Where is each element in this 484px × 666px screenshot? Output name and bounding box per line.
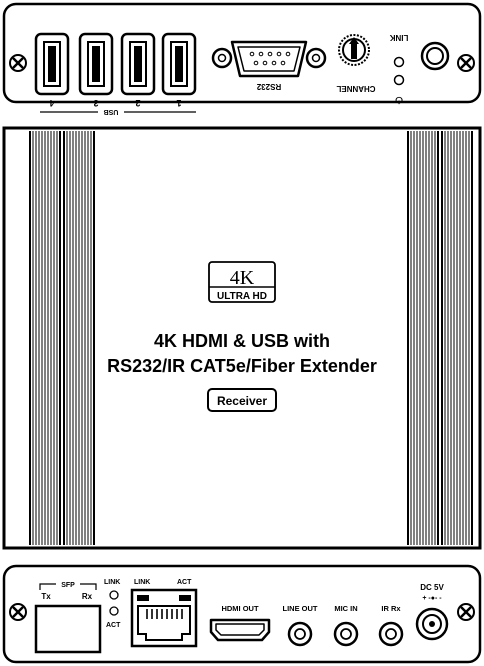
product-title-line1: 4K HDMI & USB with: [154, 331, 330, 351]
logo-ultra-hd-text: ULTRA HD: [217, 291, 267, 302]
product-title-line2: RS232/IR CAT5e/Fiber Extender: [107, 356, 377, 376]
sfp-link-led-icon: [109, 590, 119, 600]
ir-rx-label: IR Rx: [381, 604, 401, 613]
body-ribs: [29, 131, 473, 545]
rs232-db9-connector: [211, 40, 327, 78]
sfp-act-led-icon: [109, 606, 119, 616]
ultra-hd-logo: 4K ULTRA HD: [208, 261, 276, 303]
top-right-screw-icon: [457, 54, 475, 72]
sfp-bracket-right: [80, 583, 97, 590]
usb-port-2-label: 2: [135, 98, 140, 108]
ir-rx-jack-icon: [378, 621, 404, 647]
link-led-icon: [393, 56, 405, 68]
channel-label: CHANNEL: [336, 84, 375, 93]
sfp-link-label: LINK: [104, 579, 120, 586]
top-panel: 4 3 2 1 USB RS232: [2, 2, 482, 115]
bottom-panel: SFP Tx Rx LINK ACT LINK ACT HDMI OUT LIN…: [2, 564, 482, 664]
sfp-tx-label: Tx: [41, 592, 51, 601]
power-led-icon: [393, 74, 405, 86]
sfp-act-label: ACT: [106, 622, 121, 629]
usb-port-2: [120, 32, 156, 96]
bottom-right-screw-icon: [457, 603, 475, 621]
receiver-badge: [207, 388, 277, 412]
bottom-panel-outline: [2, 564, 482, 664]
line-out-label: LINE OUT: [283, 604, 318, 613]
top-left-screw-icon: [9, 54, 27, 72]
usb-port-3-label: 3: [93, 98, 98, 108]
usb-group-label: USB: [104, 108, 119, 115]
sfp-cage: [34, 604, 102, 654]
main-body-outline: [2, 126, 482, 550]
hdmi-out-label: HDMI OUT: [221, 604, 258, 613]
main-body: 4K ULTRA HD 4K HDMI & USB with RS232/IR …: [2, 126, 482, 550]
dc-power-jack-icon: [415, 607, 449, 641]
hdmi-out-port: [209, 618, 271, 642]
rs232-label: RS232: [256, 82, 281, 91]
line-out-jack-icon: [287, 621, 313, 647]
bottom-left-screw-icon: [9, 603, 27, 621]
rj45-act-label: ACT: [177, 579, 192, 586]
rj45-link-label: LINK: [134, 579, 150, 586]
sfp-rx-label: Rx: [82, 592, 93, 601]
logo-4k-text: 4K: [230, 267, 255, 289]
link-label: LINK: [389, 33, 408, 42]
channel-rotary-switch-icon: [338, 34, 370, 66]
sfp-bracket-left: [39, 583, 56, 590]
rj45-port: [130, 588, 198, 648]
receiver-badge-text: Receiver: [217, 394, 267, 408]
mic-in-label: MIC IN: [334, 604, 357, 613]
power-symbol: ⏻: [395, 95, 403, 105]
mic-in-jack-icon: [333, 621, 359, 647]
usb-port-4-label: 4: [49, 98, 54, 108]
usb-port-1: [161, 32, 197, 96]
top-round-connector-icon: [420, 41, 450, 71]
sfp-label: SFP: [61, 582, 75, 589]
usb-port-1-label: 1: [176, 98, 181, 108]
usb-port-3: [78, 32, 114, 96]
rj45-pins: [146, 609, 183, 619]
dc-polarity-label: + -●- -: [422, 595, 442, 602]
usb-port-4: [34, 32, 70, 96]
dc-5v-label: DC 5V: [420, 583, 444, 592]
